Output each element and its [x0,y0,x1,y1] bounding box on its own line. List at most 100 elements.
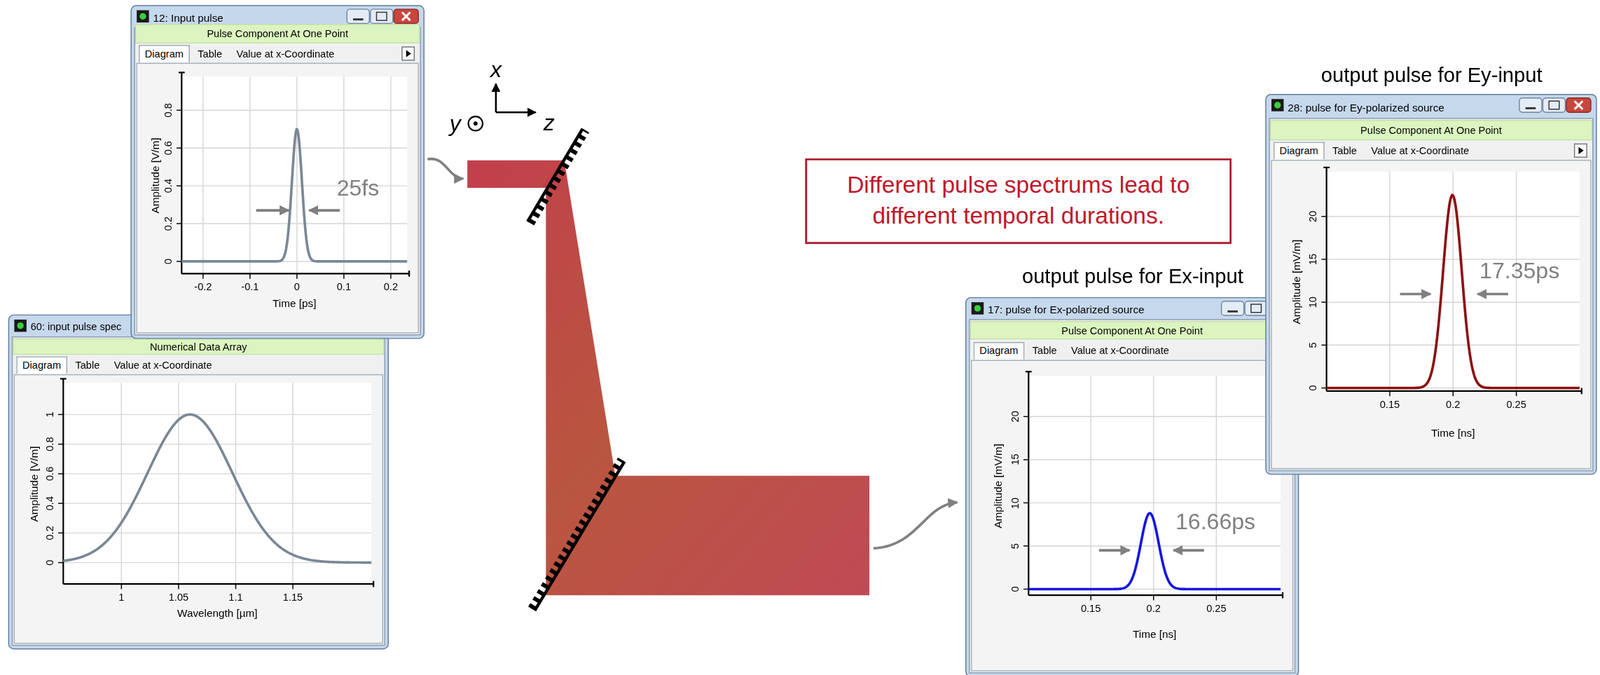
header-bar [13,339,384,355]
grid-line [1389,171,1390,391]
tick-label: 0.2 [44,525,57,540]
maximize-button [376,11,387,21]
axis-name: z [543,109,555,136]
tick-label: 0.25 [1506,397,1526,410]
maximize-button [341,321,352,330]
axis-end [60,377,67,379]
tick-label: -0.2 [194,280,212,293]
minimize-button [346,9,370,24]
caption-label: output pulse for Ex-input [1022,264,1244,289]
maximize-button [1542,98,1565,113]
window-title: 17: pulse for Ex-polarized source [987,303,1145,316]
grid-line [181,222,408,224]
tick-label: 1.1 [228,591,243,604]
tab-panel [136,63,419,333]
tab-label: Diagram [973,341,1025,359]
pulse-curve [63,414,372,562]
caption-label: output pulse for Ey-input [1321,63,1543,88]
grid-line [249,76,251,274]
more-button [406,49,412,57]
mirror-hatch [530,130,587,224]
tab-label: Value at x-Coordinate [107,355,218,374]
tab-label: Table [69,355,106,374]
axis-end [1581,388,1583,395]
window-icon [1274,101,1281,108]
window-icon [1271,98,1284,111]
minimize-button [317,327,328,330]
tab-label: Diagram [16,355,68,373]
duration-label: 25fs [336,175,380,202]
more-button [402,46,415,61]
axis-name: x [490,56,502,83]
minimize-button [1227,310,1238,313]
axis-label: Time [ns] [1431,426,1475,440]
grid-line [63,502,372,503]
axis-end [1323,166,1330,169]
plot-area [63,382,372,584]
tick-mark [1452,390,1454,396]
axis-line [180,72,183,274]
close-button [402,11,411,21]
tab-label: Value at x-Coordinate [1064,341,1175,360]
window-border [966,297,1299,675]
minimize-button [353,18,364,21]
tab-label: Table [191,44,229,63]
out-of-plane-symbol [468,116,483,131]
window-border [8,314,389,648]
tick-label: 20 [1009,410,1022,422]
grid-line [296,76,298,274]
pointer-arrow [427,159,464,179]
tick-label: 0.8 [44,437,57,452]
close-button [1574,100,1584,110]
axis-line [62,378,64,584]
panel-header: Pulse Component At One Point [206,28,349,40]
mirror [527,128,583,223]
axis-end [1281,591,1284,599]
close-button [357,318,383,333]
tick-label: 0.4 [162,178,175,193]
tick-mark [58,532,64,534]
width-arrow [256,208,290,212]
tick-mark [1515,390,1517,396]
note-text: Different pulse spectrums lead to differ… [823,170,1214,232]
tab-panel [1271,160,1591,469]
tick-label: 0.2 [1445,397,1460,410]
axis-end [372,580,375,588]
axis-label: Amplitude [V/m] [27,445,40,522]
tick-label: 15 [1307,253,1320,265]
window-title: 28: pulse for Ey-polarized source [1287,100,1445,114]
maximize-button [370,9,393,24]
window-icon [971,301,984,314]
axis-line [63,582,374,585]
grid-line [1028,502,1281,503]
tick-label: 1.05 [168,591,189,604]
axis-line [1027,371,1030,595]
width-arrow [1173,548,1205,552]
axis-line [1326,167,1328,391]
grid-line [181,109,408,111]
minimize-button [1221,301,1245,316]
axis-end [408,270,410,277]
plot-area [1326,171,1580,391]
maximize-button [1244,301,1268,316]
note-box: Different pulse spectrums lead to differ… [804,158,1232,244]
plot-window: 12: Input pulsePulse Component At One Po… [130,4,425,339]
close-button [402,11,411,21]
tick-mark [58,561,64,563]
window-body [969,319,1296,673]
axis-label: Wavelength [µm] [177,605,258,619]
grid-line [1028,416,1281,417]
panel-header: Pulse Component At One Point [1360,123,1502,136]
grid-line [1028,458,1281,460]
plot-window: 17: pulse for Ex-polarized sourcePulse C… [965,297,1299,675]
tick-label: 0 [1307,384,1320,391]
tick-label: 10 [1009,496,1022,508]
duration-label: 17.35ps [1479,257,1560,284]
tick-label: 5 [1307,341,1320,348]
tick-mark [1389,390,1390,396]
tab-label: Table [1326,141,1363,160]
tab-panel [971,360,1294,671]
grid-line [202,76,204,274]
axis-label: Amplitude [V/m] [149,137,162,213]
